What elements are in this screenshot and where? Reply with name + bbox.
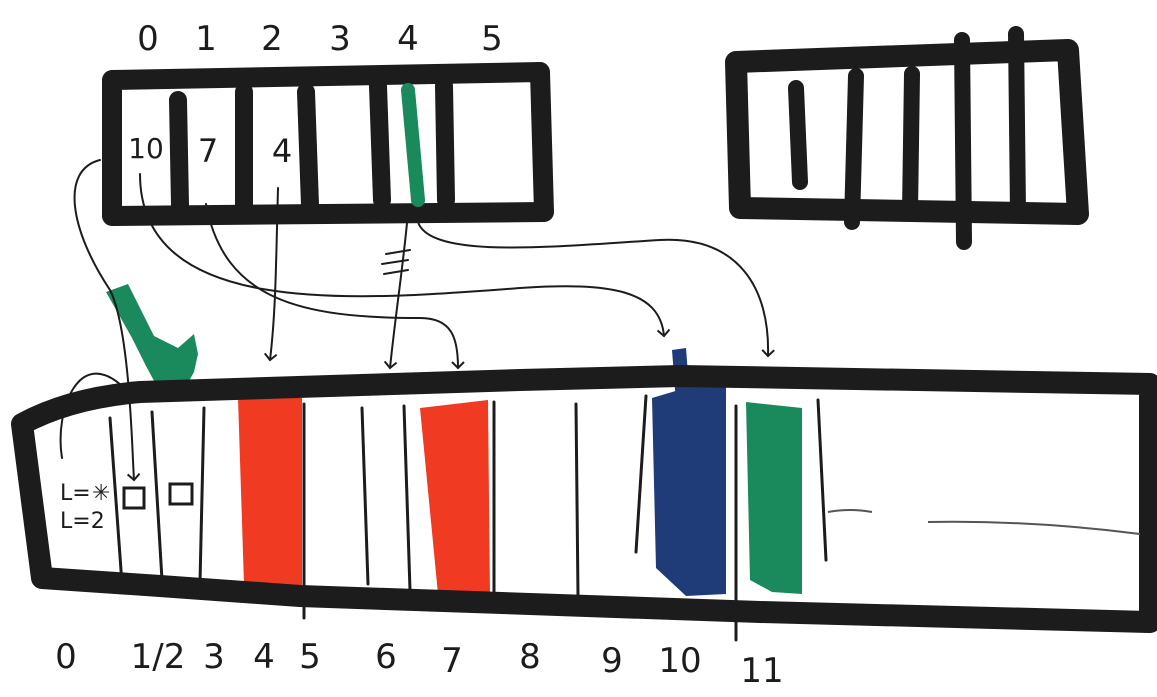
top-array: 0 1 2 3 4 5 10 7 4 xyxy=(102,19,554,226)
empty-line-1 xyxy=(827,509,873,513)
top-array-green-mark xyxy=(401,83,425,207)
arrow-header-loop xyxy=(59,372,130,459)
top-array-frame xyxy=(102,62,554,226)
arrow-from-frame-left xyxy=(73,159,141,482)
red-block-7 xyxy=(420,400,490,596)
second-top-array-dividers xyxy=(788,26,1026,250)
main-index-8: 8 xyxy=(519,637,541,677)
green-block-1 xyxy=(106,284,198,392)
header-text-2: L=2 xyxy=(60,509,105,534)
square-mark-2 xyxy=(168,482,194,506)
main-index-4: 4 xyxy=(253,637,275,677)
top-value-2: 4 xyxy=(272,132,292,170)
arrow-from-cell-4-right xyxy=(417,221,775,358)
main-index-5: 5 xyxy=(299,637,321,677)
second-top-array xyxy=(725,26,1089,250)
top-value-0: 10 xyxy=(128,132,164,165)
main-array-dividers xyxy=(108,394,828,642)
top-index-4: 4 xyxy=(397,19,419,59)
main-index-10: 10 xyxy=(658,641,701,681)
arrow-from-cell-2 xyxy=(263,187,279,362)
header-star: ✳ xyxy=(92,481,110,506)
top-index-2: 2 xyxy=(261,19,283,59)
square-mark-1 xyxy=(122,486,146,510)
arrow-from-cell-0 xyxy=(139,173,671,338)
red-block-4 xyxy=(238,398,302,588)
main-array-frame xyxy=(11,365,1157,633)
header-text-1: L= xyxy=(60,481,91,506)
top-array-dividers xyxy=(169,77,455,214)
empty-line-2 xyxy=(927,520,1141,535)
top-index-1: 1 xyxy=(195,19,217,59)
main-index-11: 11 xyxy=(740,651,783,691)
top-index-5: 5 xyxy=(481,19,503,59)
arrow-from-cell-4-down xyxy=(383,211,409,370)
main-index-3: 3 xyxy=(203,637,225,677)
arrow-from-cell-1 xyxy=(205,203,465,370)
main-index-1-2: 1/2 xyxy=(131,637,186,677)
main-index-7: 7 xyxy=(441,641,463,681)
main-index-0: 0 xyxy=(55,637,77,677)
blue-block-10 xyxy=(652,376,726,596)
green-block-11 xyxy=(746,402,802,594)
arrows xyxy=(59,159,775,482)
top-index-0: 0 xyxy=(137,19,159,59)
main-index-6: 6 xyxy=(375,637,397,677)
top-value-1: 7 xyxy=(198,132,218,170)
top-index-3: 3 xyxy=(329,19,351,59)
main-index-9: 9 xyxy=(601,641,623,681)
arrow-tick-mark xyxy=(381,249,411,275)
main-array: L= ✳ L=2 0 1/2 3 4 5 6 7 8 9 10 11 xyxy=(11,284,1157,691)
